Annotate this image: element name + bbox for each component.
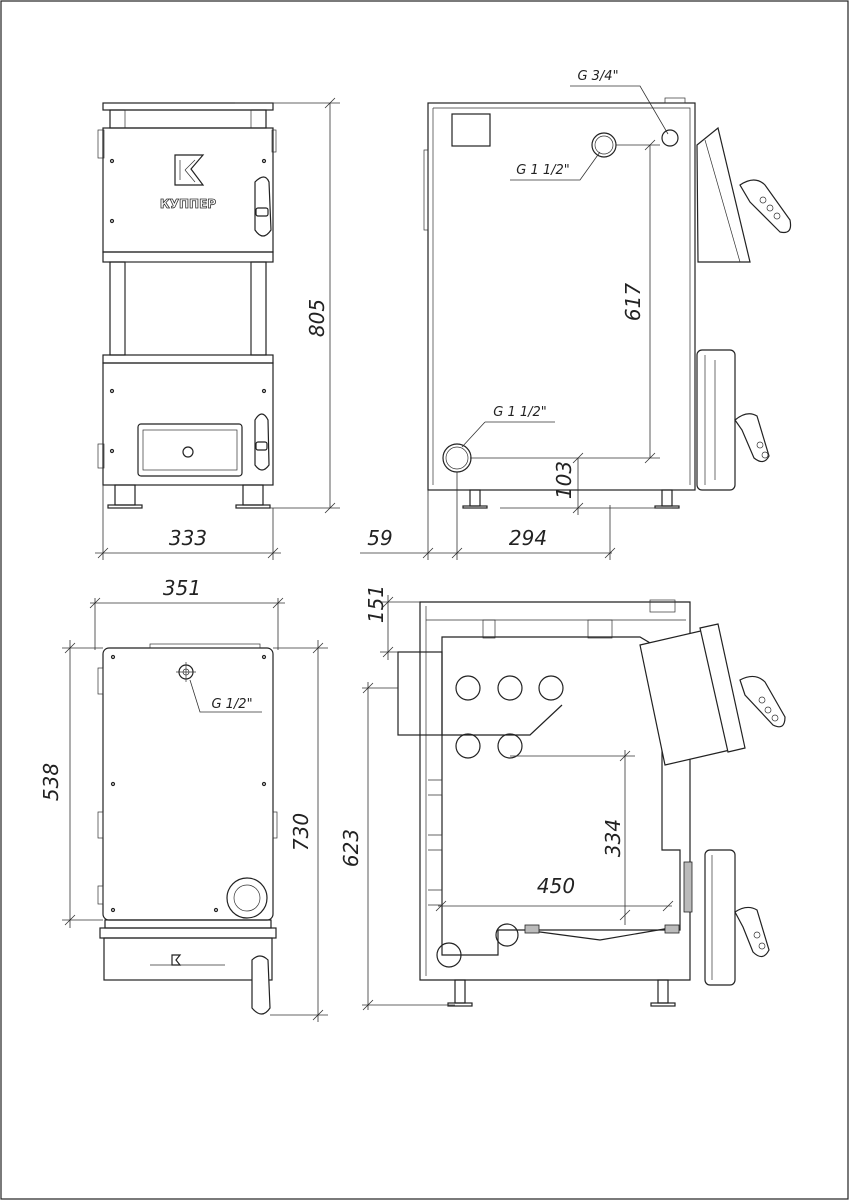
dim-334: 334 — [601, 819, 625, 857]
section-view: 151 623 334 450 — [339, 585, 786, 1011]
dim-103: 103 — [552, 461, 576, 499]
upper-door-handle[interactable] — [254, 176, 272, 237]
upper-fitting — [661, 129, 679, 147]
supply-fitting — [591, 132, 617, 158]
lower-door-handle[interactable] — [254, 413, 270, 471]
logo-k-icon — [174, 154, 205, 186]
dim-450: 450 — [537, 874, 575, 898]
top-view: G 1/2" 351 538 730 — [39, 576, 328, 1022]
front-view: КУППЕР 805 333 — [95, 97, 340, 560]
ash-door[interactable] — [137, 423, 243, 477]
dim-151: 151 — [364, 585, 388, 623]
side-lower-door — [696, 349, 770, 491]
dim-623: 623 — [339, 829, 363, 867]
return-fitting — [442, 443, 472, 473]
dim-805: 805 — [305, 299, 329, 337]
dim-351: 351 — [163, 576, 201, 600]
section-lower-door — [704, 849, 770, 986]
logo-k-small-icon — [171, 954, 182, 966]
section-upper-door — [639, 623, 786, 766]
top-view-handle — [251, 955, 271, 1015]
dim-294: 294 — [509, 526, 547, 550]
firebox — [441, 636, 681, 956]
upper-door-panel — [102, 127, 274, 253]
label-g-1-2: G 1/2" — [211, 697, 252, 712]
logo-text: КУППЕР — [160, 197, 216, 211]
side-upper-door — [696, 126, 792, 263]
label-g-1-1-2-supply: G 1 1/2" — [516, 163, 570, 178]
thermometer — [226, 877, 268, 919]
label-g-1-1-2-return: G 1 1/2" — [493, 405, 547, 420]
gear-icon — [182, 446, 194, 458]
dim-59: 59 — [367, 526, 392, 550]
dim-333: 333 — [169, 526, 207, 550]
label-g-3-4: G 3/4" — [577, 69, 618, 84]
dim-538: 538 — [39, 763, 63, 801]
lower-door-panel — [102, 362, 274, 486]
side-view: G 3/4" G 1 1/2" G 1 1/2" 617 103 59 294 — [360, 69, 792, 560]
flue-pipe — [397, 651, 443, 736]
dim-730: 730 — [289, 813, 313, 851]
dim-617: 617 — [621, 283, 645, 321]
